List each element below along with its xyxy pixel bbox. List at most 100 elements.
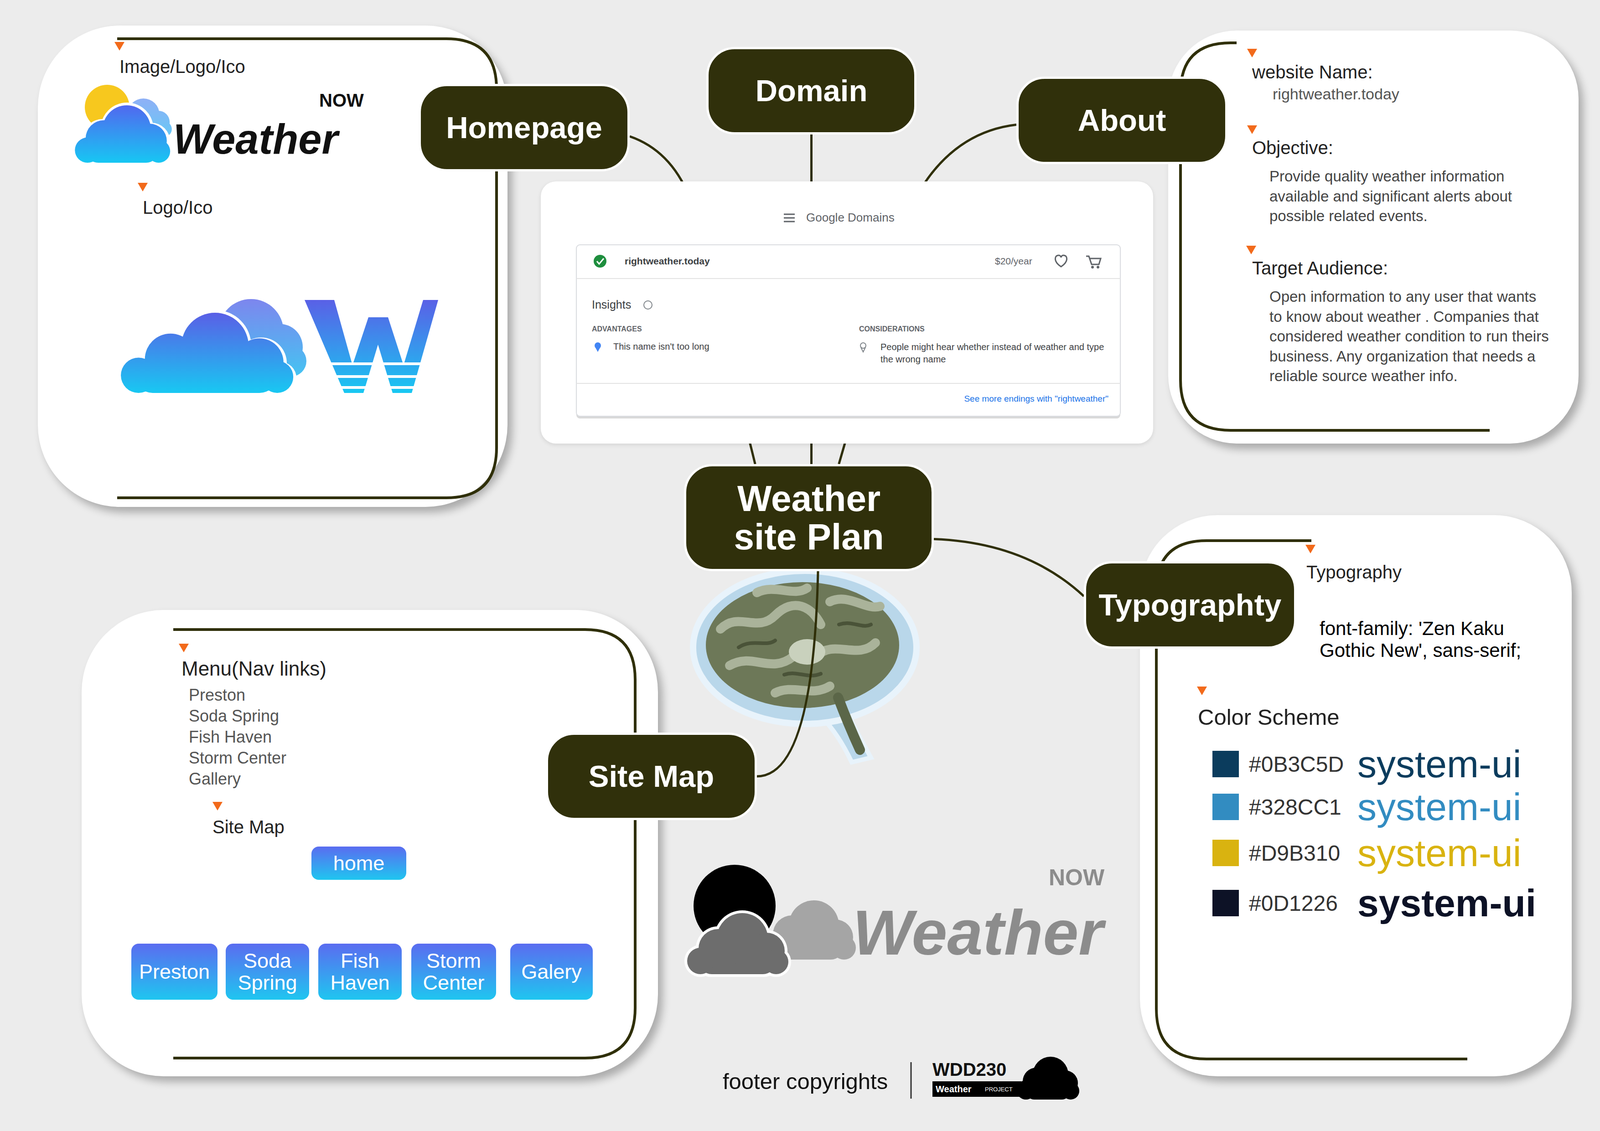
topic-box: About (1016, 76, 1228, 165)
box-label: Storm Center (419, 950, 489, 994)
polygon-part (1247, 125, 1258, 135)
panel-text: People might hear whether instead of wea… (880, 341, 1109, 366)
sitemap-box: Preston (131, 943, 218, 1000)
sitemap-box: Fish Haven (318, 943, 402, 1000)
panel-text: Logo/Ico (142, 196, 213, 219)
panel-text: rightweather.today (1272, 84, 1400, 104)
panel-text: Open information to any user that wants … (1269, 286, 1553, 387)
footer-logo-text: WDD230 (932, 1058, 1007, 1081)
g-part (117, 310, 297, 396)
section-panel: website Name:rightweather.todayObjective… (1168, 30, 1579, 444)
box-label: Domain (755, 74, 868, 107)
panel-text: Color Scheme (1197, 704, 1340, 731)
circle-part (832, 936, 856, 960)
footer-graphics (911, 1056, 1080, 1100)
box-label: Preston (139, 961, 210, 983)
panel-text: Typography (1306, 561, 1402, 584)
path-part (838, 623, 871, 627)
rect-part (932, 1081, 1022, 1098)
font-sample: system-ui (1357, 880, 1537, 927)
line-part (910, 1062, 912, 1099)
footer-logo-text: PROJECT (984, 1086, 1013, 1094)
path-part (860, 347, 866, 353)
panel-text: Image/Logo/Ico (119, 55, 246, 78)
box-label: Homepage (445, 111, 603, 144)
sitemap-box: Storm Center (411, 943, 497, 1000)
section-panel: Menu(Nav links)PrestonSoda SpringFish Ha… (81, 610, 658, 1077)
path-part (816, 642, 876, 657)
logo-text: Weather (173, 113, 338, 165)
sitemap-box: home (311, 846, 407, 881)
color-code: #0B3C5D (1248, 751, 1344, 777)
connector-line (933, 539, 1084, 597)
polygon-part (1247, 48, 1258, 58)
circle-part (593, 254, 607, 268)
sitemap-box: Soda Spring (225, 943, 310, 1000)
g-part (720, 588, 881, 694)
color-code: #D9B310 (1248, 840, 1341, 866)
connector-line (756, 571, 819, 777)
legend-row: #328CC1 (1212, 793, 1342, 821)
g-part (71, 102, 174, 166)
polygon-part (1246, 245, 1257, 255)
legend-row: #0B3C5D (1212, 750, 1344, 778)
ellipse-part (693, 570, 917, 725)
panel-text: CONSIDERATIONS (859, 324, 925, 334)
path-part (829, 599, 881, 607)
panel-text: Soda Spring (188, 706, 280, 726)
polygon-part (114, 41, 125, 51)
legend-row: #D9B310 (1212, 839, 1341, 867)
rect-part (576, 244, 1121, 417)
panel-text: ADVANTAGES (591, 324, 643, 334)
path-part (311, 363, 440, 388)
footer-logo-text: Weather (935, 1083, 972, 1095)
panel-text: Gallery (188, 769, 241, 789)
logo-text: Weather (852, 894, 1104, 972)
polygon-part (178, 643, 189, 653)
panel-text: Storm Center (188, 748, 287, 768)
logo-text: NOW (319, 89, 364, 112)
panel-text: Preston (188, 685, 246, 705)
g-part (74, 105, 171, 163)
panel-text: Target Audience: (1252, 257, 1388, 280)
color-code: #328CC1 (1248, 794, 1342, 820)
box-label: About (1077, 104, 1166, 137)
path-part (756, 588, 808, 593)
polygon-part (304, 300, 439, 394)
panel-text: Insights (591, 297, 632, 312)
g-part (738, 623, 871, 676)
path-part (838, 697, 860, 751)
path-part (738, 640, 776, 648)
g-part (684, 910, 792, 978)
path-part (1086, 256, 1101, 265)
panel-text: font-family: 'Zen Kaku Gothic New', sans… (1319, 617, 1562, 663)
font-sample: system-ui (1357, 741, 1522, 788)
path-part (720, 605, 821, 630)
panel-text: website Name: (1252, 61, 1373, 83)
line-part (576, 278, 1121, 280)
topic-box: Typographty (1083, 561, 1297, 649)
color-swatch (1212, 839, 1239, 867)
panel-text: Fish Haven (188, 727, 272, 747)
panel-text: Menu(Nav links) (181, 657, 327, 682)
legend-row: #0D1226 (1212, 890, 1338, 917)
line-part (576, 383, 1121, 384)
circle-part (763, 949, 789, 975)
footer-text: footer copyrights (722, 1068, 888, 1096)
box-label: Site Map (588, 760, 715, 793)
panel-text: This name isn't too long (613, 341, 710, 353)
panel-decoration (81, 610, 658, 1077)
panel-text: Site Map (212, 816, 285, 839)
box-label: home (333, 852, 385, 875)
polygon-part (595, 346, 601, 353)
panel-text: Provide quality weather information avai… (1269, 166, 1553, 227)
panel-text: Google Domains (806, 210, 895, 225)
path-part (1055, 255, 1067, 267)
domain-card: Google Domainsrightweather.today$20/year… (540, 181, 1154, 444)
circle-part (1061, 1082, 1080, 1100)
path-part (783, 214, 795, 222)
box-label: Soda Spring (233, 950, 302, 994)
font-sample: system-ui (1357, 830, 1522, 877)
grey-logo (684, 864, 856, 978)
g-part (1016, 1056, 1080, 1100)
